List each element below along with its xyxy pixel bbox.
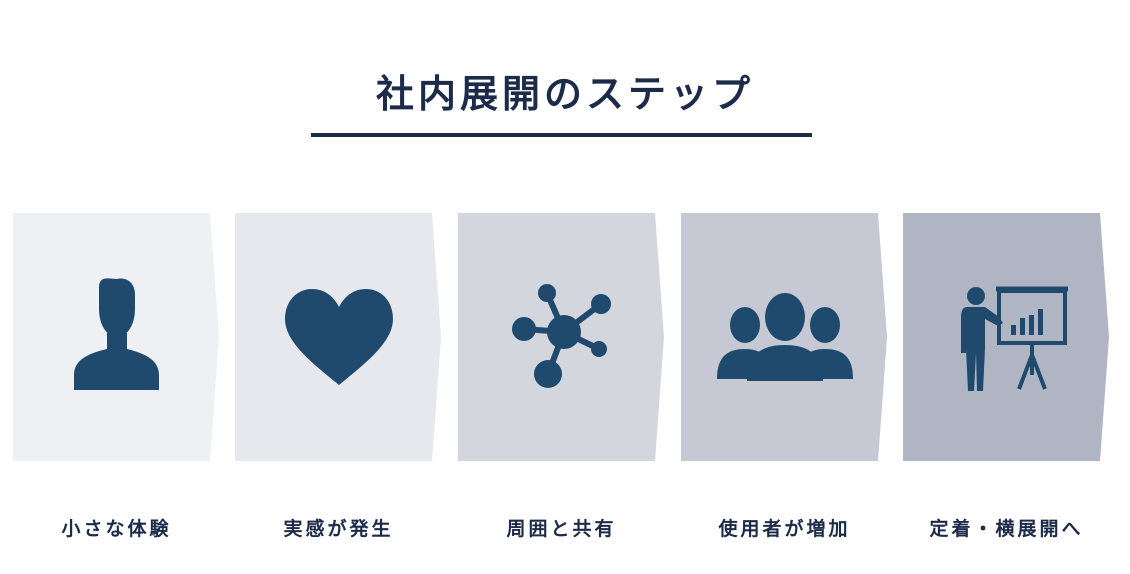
step-1 <box>13 213 236 461</box>
network-icon <box>512 284 611 388</box>
step-2 <box>235 213 458 461</box>
step-3 <box>458 213 681 461</box>
step-4 <box>681 213 904 461</box>
step-1-label: 小さな体験 <box>61 518 172 540</box>
step-5-arrow-background <box>903 213 1109 461</box>
step-5-label: 定着・横展開へ <box>929 518 1084 540</box>
presentation-icon <box>961 286 1068 391</box>
step-4-label: 使用者が増加 <box>718 518 851 540</box>
group-icon <box>717 293 853 381</box>
step-5 <box>903 213 1126 461</box>
page-title: 社内展開のステップ <box>375 72 754 116</box>
heart-icon <box>285 289 393 385</box>
step-3-label: 周囲と共有 <box>506 518 617 540</box>
person-icon <box>74 278 159 390</box>
title-underline <box>311 133 812 137</box>
step-2-label: 実感が発生 <box>283 518 394 540</box>
